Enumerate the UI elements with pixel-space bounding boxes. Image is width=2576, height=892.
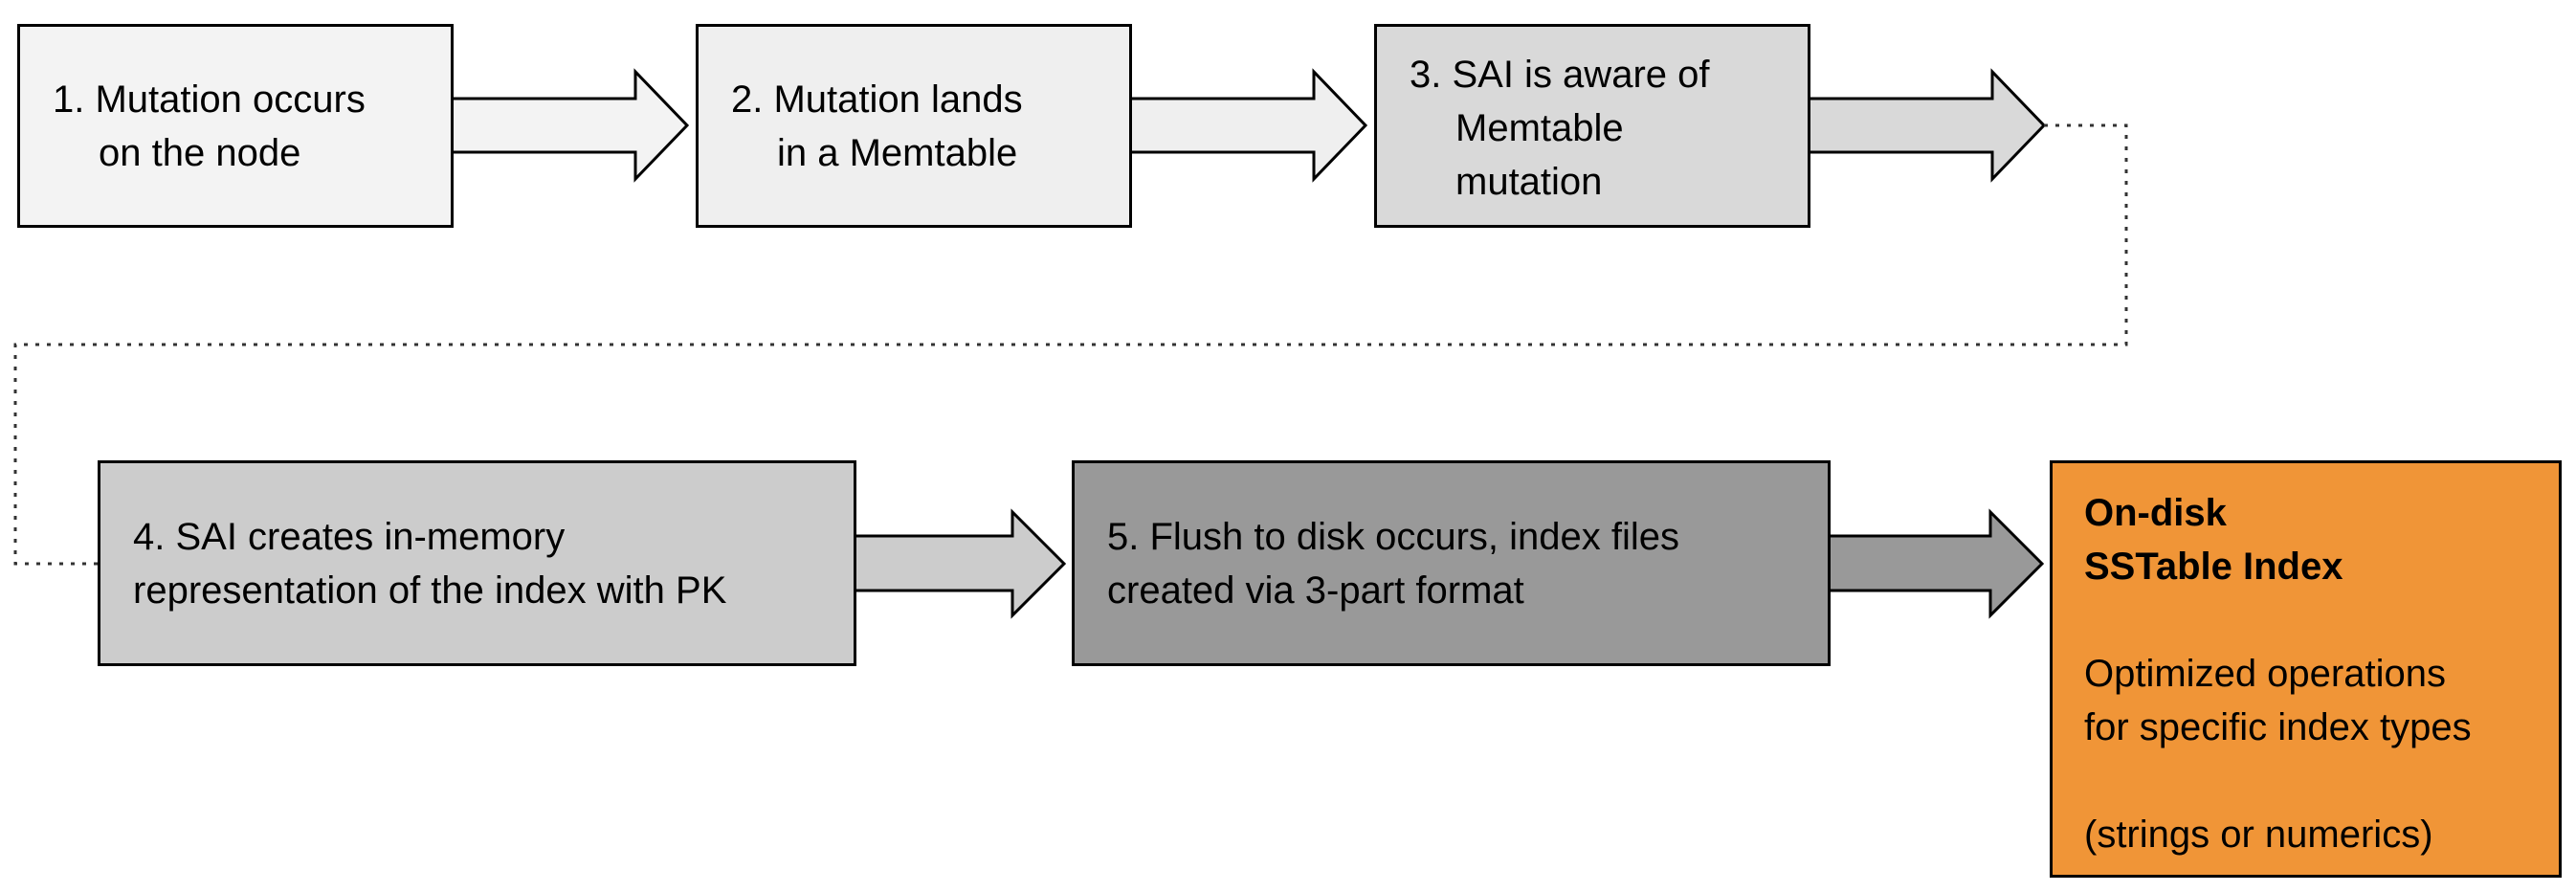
arrow-4-to-5 xyxy=(851,508,1067,619)
result-title-line-2: SSTable Index xyxy=(2084,546,2343,588)
step-4-line-1: 4. SAI creates in-memory xyxy=(133,515,566,558)
arrow-5-to-result xyxy=(1825,508,2045,619)
step-3-line-3: mutation xyxy=(1455,161,1603,203)
step-1-box: 1. Mutation occurs on the node xyxy=(17,24,454,228)
arrow-1-to-2 xyxy=(448,68,690,183)
arrow-2-to-3 xyxy=(1126,68,1368,183)
step-5-text: 5. Flush to disk occurs, index files cre… xyxy=(1107,510,1809,617)
step-3-box: 3. SAI is aware of Memtable mutation xyxy=(1374,24,1810,228)
step-2-line-2: in a Memtable xyxy=(777,131,1018,174)
step-2-box: 2. Mutation lands in a Memtable xyxy=(696,24,1132,228)
step-1-line-2: on the node xyxy=(99,131,301,174)
dotted-connector xyxy=(13,123,2128,566)
result-note: (strings or numerics) xyxy=(2084,814,2433,856)
step-4-box: 4. SAI creates in-memory representation … xyxy=(98,460,856,666)
result-title-line-1: On-disk xyxy=(2084,492,2227,534)
result-box: On-disk SSTable Index Optimized operatio… xyxy=(2050,460,2562,878)
result-spacer xyxy=(2084,593,2540,647)
result-body-line-1: Optimized operations xyxy=(2084,653,2446,695)
step-1-text: 1. Mutation occurs on the node xyxy=(53,73,432,180)
step-2-line-1: 2. Mutation lands xyxy=(731,78,1023,121)
step-3-text: 3. SAI is aware of Memtable mutation xyxy=(1410,48,1788,209)
step-2-text: 2. Mutation lands in a Memtable xyxy=(731,73,1110,180)
step-4-text: 4. SAI creates in-memory representation … xyxy=(133,510,834,617)
step-3-line-2: Memtable xyxy=(1455,107,1624,149)
step-5-box: 5. Flush to disk occurs, index files cre… xyxy=(1072,460,1831,666)
arrow-3-out xyxy=(1805,68,2047,183)
step-1-line-1: 1. Mutation occurs xyxy=(53,78,366,121)
step-5-line-2: created via 3-part format xyxy=(1107,569,1524,612)
step-4-line-2: representation of the index with PK xyxy=(133,569,727,612)
step-5-line-1: 5. Flush to disk occurs, index files xyxy=(1107,515,1680,558)
step-3-line-1: 3. SAI is aware of xyxy=(1410,54,1710,96)
result-spacer-2 xyxy=(2084,754,2540,808)
result-text: On-disk SSTable Index Optimized operatio… xyxy=(2084,486,2540,861)
result-body-line-2: for specific index types xyxy=(2084,706,2472,748)
